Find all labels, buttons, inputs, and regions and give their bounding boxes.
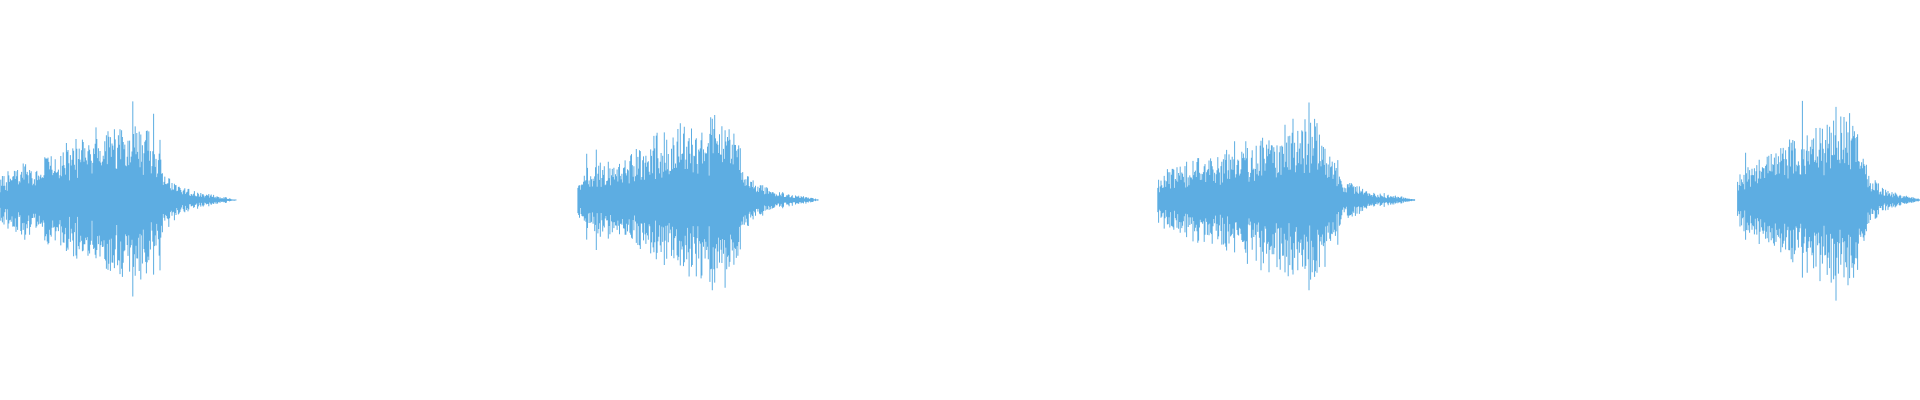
- waveform-burst-1: [0, 101, 237, 297]
- waveform-burst-2: [577, 115, 819, 291]
- waveform-burst-3: [1157, 102, 1416, 291]
- waveform-bursts: [0, 100, 1920, 301]
- waveform-burst-4: [1737, 100, 1920, 301]
